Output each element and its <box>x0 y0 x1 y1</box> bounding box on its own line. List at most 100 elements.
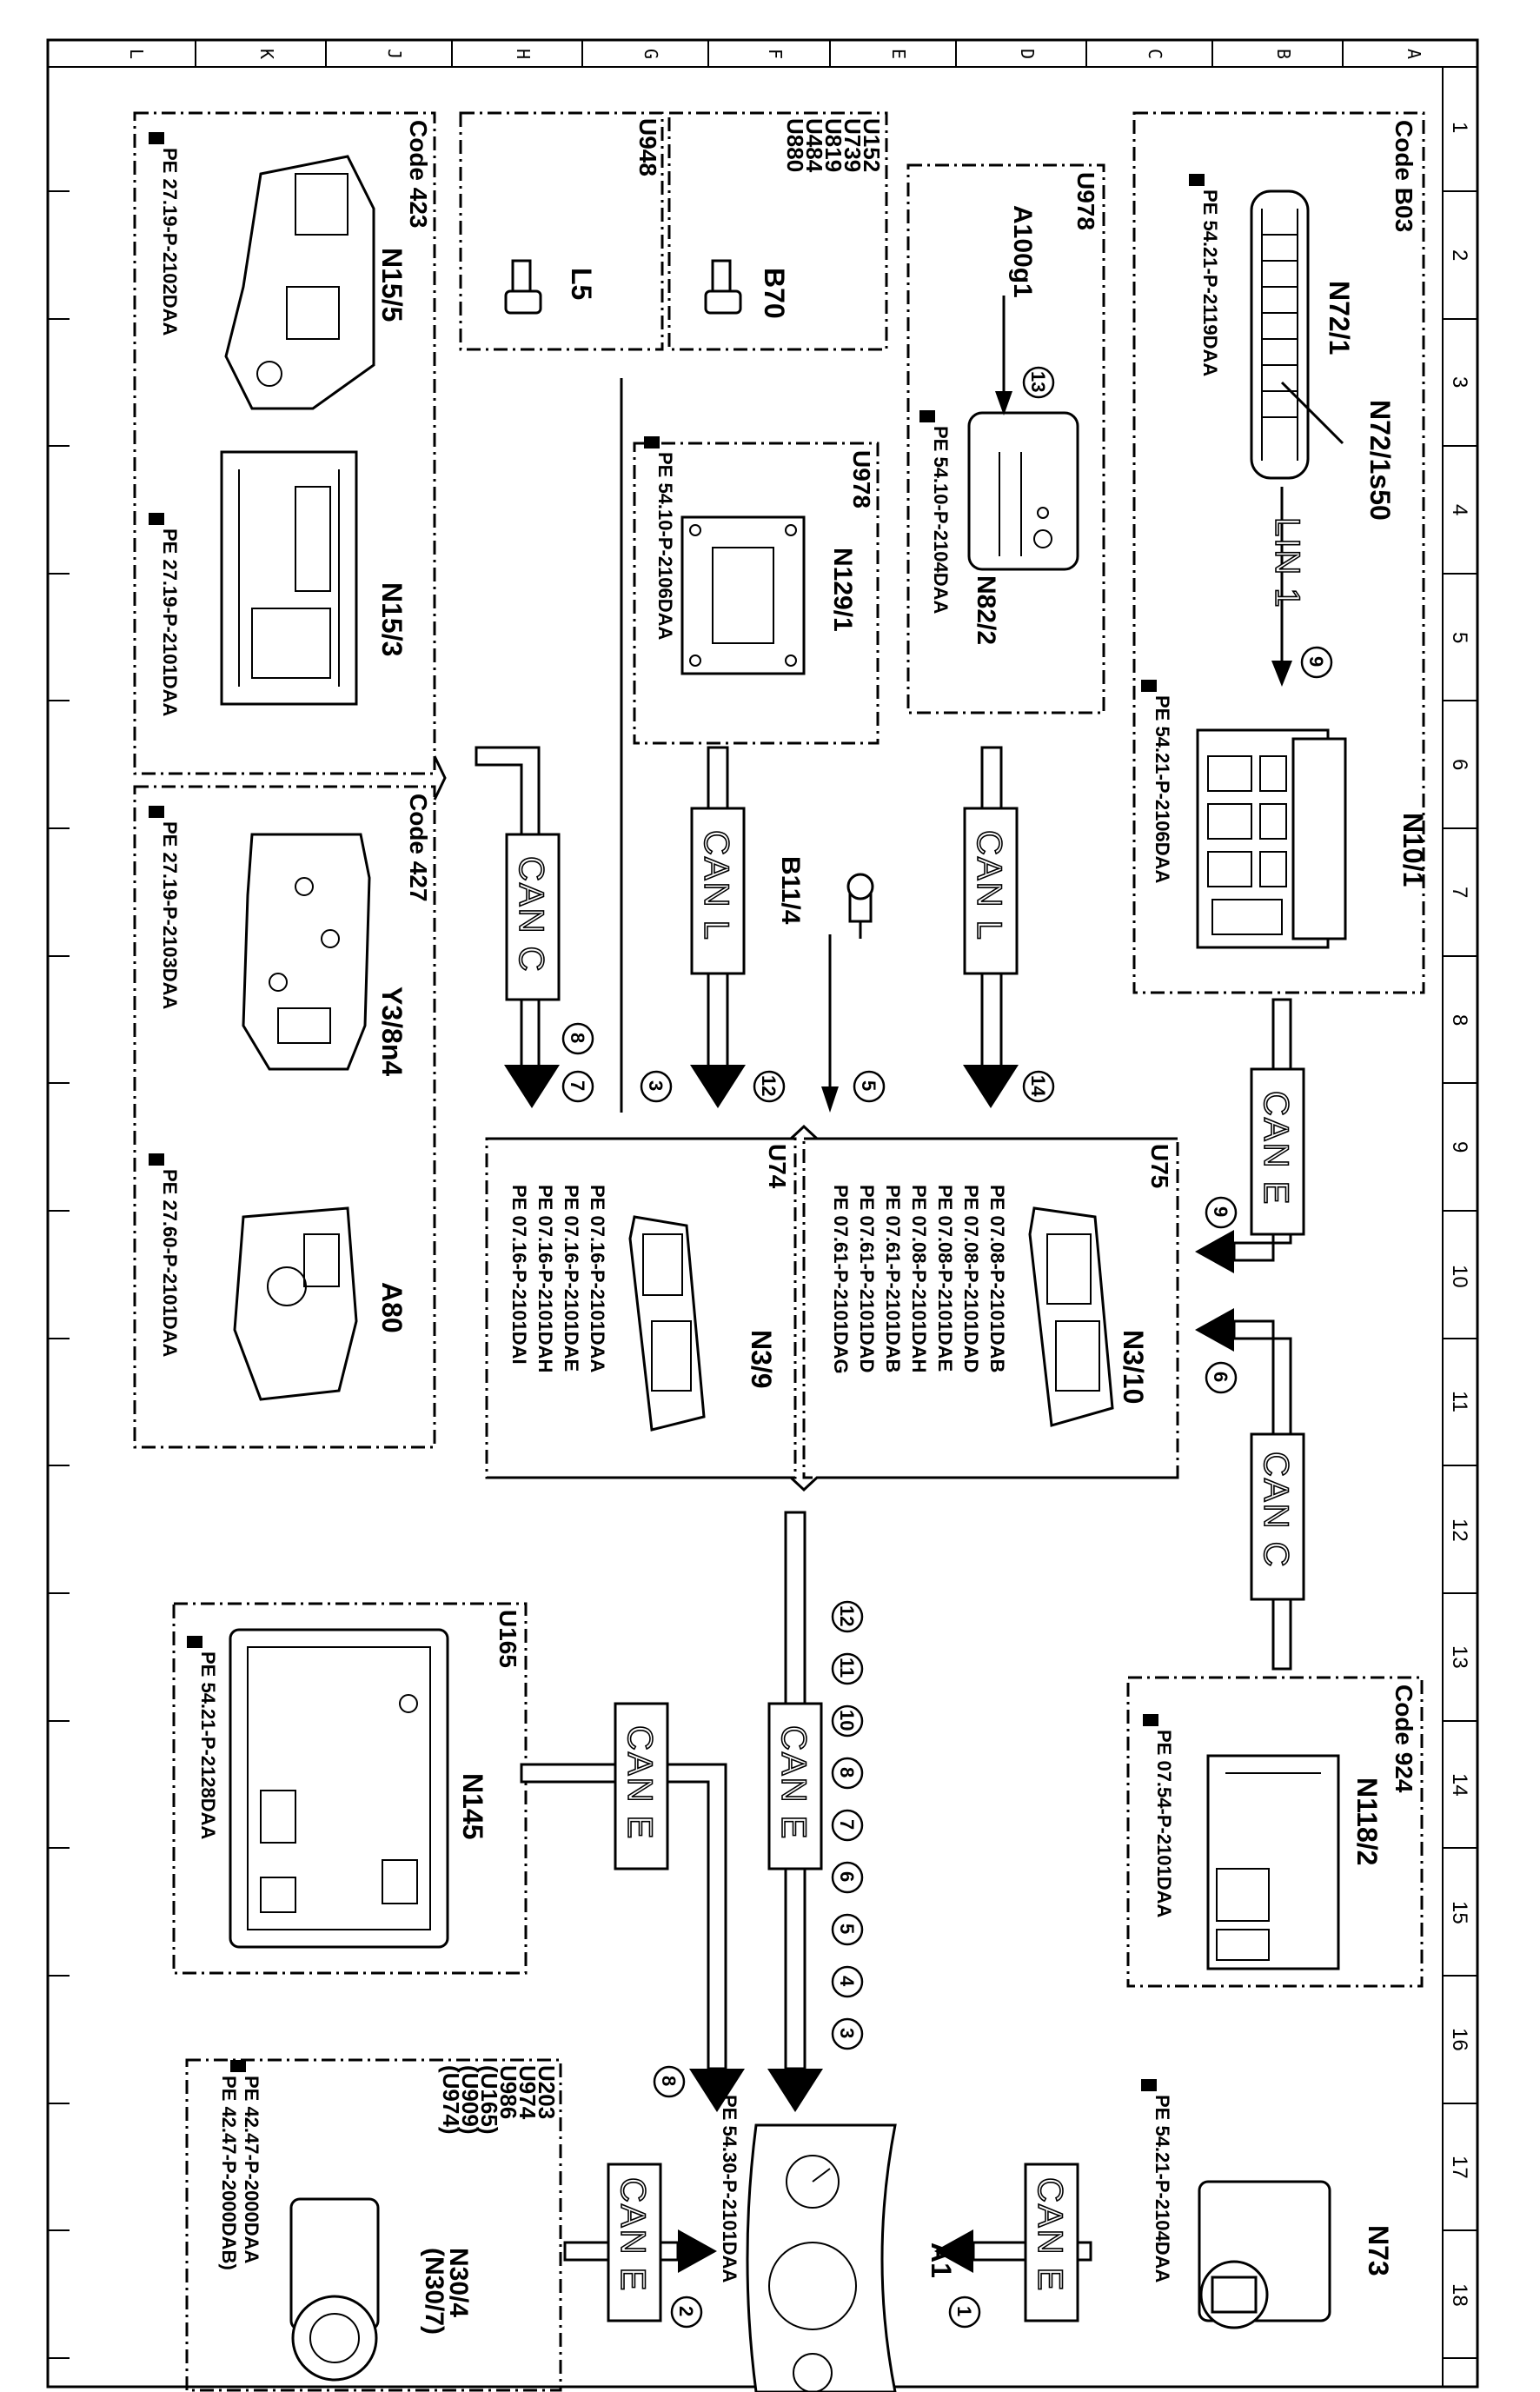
ref-n3-9-3: PE 07.16-P-2101DAI <box>508 1185 530 1365</box>
ref-n118-2: PE 07.54-P-2101DAA <box>1153 1730 1175 1918</box>
caption-u819: U819 <box>820 118 846 172</box>
caption-u74: U74 <box>764 1144 791 1189</box>
caption-u974: U974 <box>514 2065 541 2120</box>
n30-4-device <box>289 2197 380 2382</box>
box-code-427 <box>133 785 436 1449</box>
book-icon <box>919 410 935 422</box>
n129-1-device <box>680 515 806 675</box>
grid-letter-b: B <box>1273 49 1294 59</box>
n82-2-device <box>967 411 1079 571</box>
box-u165 <box>172 1602 528 1975</box>
grid-letter-g: G <box>641 49 661 59</box>
label-n72-1s50: N72/1s50 <box>1364 400 1396 521</box>
marker-b11: 5 <box>858 1080 880 1091</box>
components <box>220 155 1347 2392</box>
ref-n10-1: PE 54.21-P-2106DAA <box>1152 695 1173 884</box>
caption-u986: U986 <box>495 2065 521 2119</box>
caption-u978-top: U978 <box>1072 172 1099 230</box>
caption-code-924: Code 924 <box>1391 1684 1417 1793</box>
box-u948 <box>459 111 664 351</box>
grid-number-13: 13 <box>1448 1645 1471 1669</box>
label-n72-1: N72/1 <box>1324 281 1355 355</box>
box-u152-group <box>667 111 888 351</box>
box-code-924 <box>1126 1676 1424 1988</box>
n3-9-device <box>628 1215 706 1432</box>
group-boxes <box>133 111 1425 2392</box>
box-u978-top <box>906 163 1105 714</box>
grid-number-11: 11 <box>1448 1391 1471 1412</box>
grid-number-10: 10 <box>1448 1265 1471 1288</box>
main-marker: 10 <box>836 1710 858 1731</box>
ref-n15-5: PE 27.19-P-2102DAA <box>159 148 181 336</box>
caption-u909: (U909) <box>457 2065 483 2134</box>
main-marker: 7 <box>836 1819 858 1830</box>
label-n3-10: N3/10 <box>1118 1330 1149 1404</box>
book-icon <box>149 806 164 818</box>
ref-n72-1: PE 54.21-P-2119DAA <box>1199 189 1221 376</box>
grid-number-4: 4 <box>1448 504 1471 515</box>
book-icon <box>1141 680 1157 692</box>
ref-n3-10-1: PE 07.08-P-2101DAD <box>960 1185 982 1372</box>
box-u978-mid <box>633 442 880 745</box>
label-n73: N73 <box>1363 2225 1394 2276</box>
book-icon <box>644 436 660 448</box>
ref-y3-8n4: PE 27.19-P-2103DAA <box>159 821 181 1010</box>
caption-u974-paren: (U974) <box>438 2065 464 2134</box>
main-marker: 3 <box>836 2028 858 2038</box>
label-n129-1: N129/1 <box>828 548 857 632</box>
main-marker: 11 <box>836 1658 858 1678</box>
grid-number-15: 15 <box>1448 1901 1471 1924</box>
main-marker: 12 <box>836 1605 858 1626</box>
n73-device <box>1198 2180 1331 2329</box>
ref-n3-10-2: PE 07.08-P-2101DAE <box>934 1185 956 1372</box>
main-marker: 6 <box>836 1871 858 1882</box>
marker-can-e-n10: 9 <box>1210 1206 1231 1217</box>
ref-n30-4-1: PE 42.47-P-2000DAB) <box>218 2076 240 2270</box>
grid-number-17: 17 <box>1448 2156 1471 2179</box>
bus-can-e-main: CAN E <box>774 1725 813 1840</box>
caption-u978-mid: U978 <box>848 450 875 508</box>
ref-n3-10-4: PE 07.61-P-2101DAB <box>882 1185 904 1372</box>
label-a100g1: A100g1 <box>1008 205 1037 298</box>
bus-can-c-code: CAN C <box>512 856 550 973</box>
box-code-b03 <box>1132 111 1425 994</box>
grid-letter-h: H <box>513 49 534 59</box>
marker-l5: 3 <box>645 1080 667 1091</box>
n3-10-device <box>1028 1206 1114 1427</box>
ref-n82-2: PE 54.10-P-2104DAA <box>930 426 952 615</box>
ref-n3-10-0: PE 07.08-P-2101DAB <box>986 1185 1008 1372</box>
grid-number-3: 3 <box>1448 376 1471 388</box>
label-b70: B70 <box>759 268 790 319</box>
marker-can-c-n118: 6 <box>1210 1372 1231 1382</box>
book-icon <box>1141 2079 1157 2091</box>
book-icon <box>149 1153 164 1166</box>
grid-number-5: 5 <box>1448 632 1471 643</box>
y3-8n4-device <box>242 833 371 1071</box>
label-n15-3: N15/3 <box>376 582 408 656</box>
caption-u880: U880 <box>782 118 808 172</box>
ref-n73: PE 54.21-P-2104DAA <box>1152 2095 1173 2283</box>
bus-lin1: LIN 1 <box>1268 517 1306 609</box>
label-l5: L5 <box>566 268 597 300</box>
grid-number-1: 1 <box>1448 122 1471 133</box>
bus-can-l-n129: CAN L <box>697 830 735 941</box>
label-n30-4: N30/4 <box>444 2248 473 2317</box>
caption-u739: U739 <box>840 118 866 172</box>
book-icon <box>230 2060 246 2072</box>
main-marker: 4 <box>836 1976 858 1987</box>
grid-letter-d: D <box>1017 49 1038 59</box>
grid-number-12: 12 <box>1448 1518 1471 1542</box>
bus-can-c-n118: CAN C <box>1257 1452 1295 1568</box>
circled-markers: 9 9 6 13 14 5 12 3 7 8 8 1 2 12 11 10 8 … <box>561 366 1333 2329</box>
ref-n129-1: PE 54.10-P-2106DAA <box>654 452 676 641</box>
ref-a80: PE 27.60-P-2101DAA <box>159 1169 181 1358</box>
grid-number-14: 14 <box>1448 1773 1471 1797</box>
caption-u948: U948 <box>634 118 661 176</box>
main-marker: 8 <box>836 1767 858 1777</box>
ref-n3-10-6: PE 07.61-P-2101DAG <box>830 1185 852 1374</box>
grid-number-18: 18 <box>1448 2283 1471 2307</box>
grid-number-7: 7 <box>1448 887 1471 898</box>
box-code-423 <box>133 111 436 775</box>
grid-letter-f: F <box>765 49 786 59</box>
